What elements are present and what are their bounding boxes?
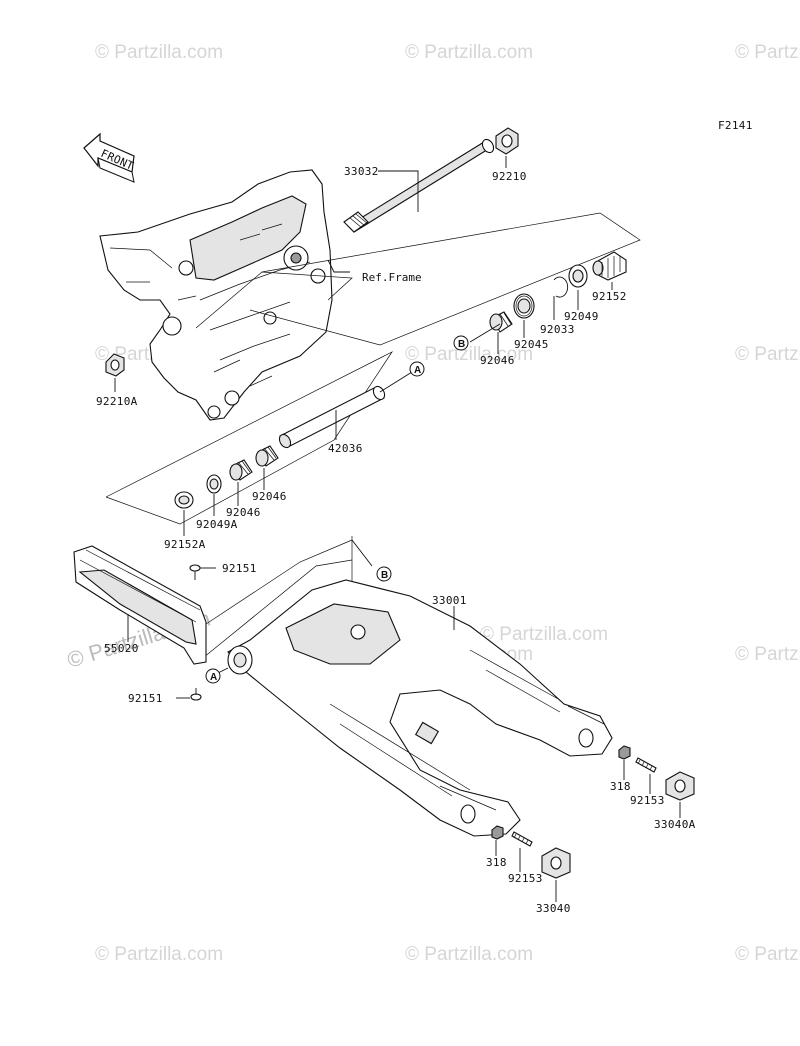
callout-a-top: A [409, 361, 425, 377]
adjuster-33040A [665, 771, 695, 801]
part-number: 92153 [508, 872, 543, 885]
watermark: © Partzilla.com [95, 42, 223, 63]
exploded-outline [105, 212, 641, 690]
nut-92210A [105, 353, 125, 377]
part-number: 33001 [432, 594, 467, 607]
part-number: 92152A [164, 538, 206, 551]
circlip-92033 [553, 276, 569, 298]
part-number: 33040A [654, 818, 696, 831]
callout-a-bottom: A [205, 668, 221, 684]
seal-92049 [568, 264, 588, 288]
part-number: 318 [486, 856, 507, 869]
part-number: 92045 [514, 338, 549, 351]
watermark: © Partzilla.com [405, 344, 533, 365]
swingarm-33001 [227, 579, 613, 837]
front-arrow-icon: FRONT [83, 132, 136, 183]
watermark: © Partzilla.com [735, 344, 800, 365]
part-number: 92049 [564, 310, 599, 323]
sleeve-42036 [278, 385, 386, 449]
part-number: 92151 [128, 692, 163, 705]
part-number: 33040 [536, 902, 571, 915]
watermark: © Partzilla.com [735, 42, 800, 63]
part-number: 33032 [344, 165, 379, 178]
part-number: 92046 [252, 490, 287, 503]
bolt-92153-right [635, 757, 657, 773]
svg-text:B: B [381, 570, 388, 581]
part-labels: 33032 92210 92210A 92152 92049 92033 920… [96, 165, 696, 915]
callout-b-top: B [453, 335, 469, 351]
seal-92049A [206, 474, 222, 494]
part-number: 92046 [226, 506, 261, 519]
nut-318-right [618, 745, 631, 760]
nut-92210 [495, 127, 519, 155]
collar-92152A [174, 491, 194, 509]
part-number: 92210A [96, 395, 138, 408]
part-number: 92153 [630, 794, 665, 807]
pivot-shaft-33032 [343, 138, 495, 233]
watermark: © Partzilla.com [405, 944, 533, 965]
bearing-92045 [513, 293, 535, 319]
part-number: 55020 [104, 642, 139, 655]
bearing-92046-mid [255, 445, 279, 467]
part-number: 92152 [592, 290, 627, 303]
part-number: 92049A [196, 518, 238, 531]
part-number: 42036 [328, 442, 363, 455]
watermark: © Partzilla.com [95, 944, 223, 965]
svg-text:A: A [210, 672, 217, 683]
bolt-92153-bot [511, 831, 533, 847]
adjuster-33040 [541, 847, 571, 879]
ref-frame-label: Ref.Frame [362, 271, 422, 284]
watermark: © Partzilla.com [480, 624, 608, 645]
figure-code: F2141 [718, 119, 753, 132]
watermark: © Partzilla.com [405, 42, 533, 63]
part-number: 92210 [492, 170, 527, 183]
chain-guide-55020 [73, 545, 207, 665]
part-number: 92033 [540, 323, 575, 336]
nut-318-bot [491, 825, 504, 840]
collar-92152 [592, 251, 627, 281]
bearing-92046-low [229, 459, 253, 481]
watermark: © Partzilla.com [735, 944, 800, 965]
part-number: 318 [610, 780, 631, 793]
watermark: © Partzilla.com [735, 644, 800, 665]
part-number: 92151 [222, 562, 257, 575]
frame-ref-drawing [99, 169, 333, 421]
callout-b-bottom: B [376, 566, 392, 582]
svg-text:A: A [414, 365, 421, 376]
bearing-92046-top [489, 311, 513, 333]
svg-text:B: B [458, 339, 465, 350]
part-number: 92046 [480, 354, 515, 367]
screw-92151-top [189, 564, 201, 580]
leader-lines [114, 156, 681, 902]
screw-92151-bot [190, 688, 202, 701]
